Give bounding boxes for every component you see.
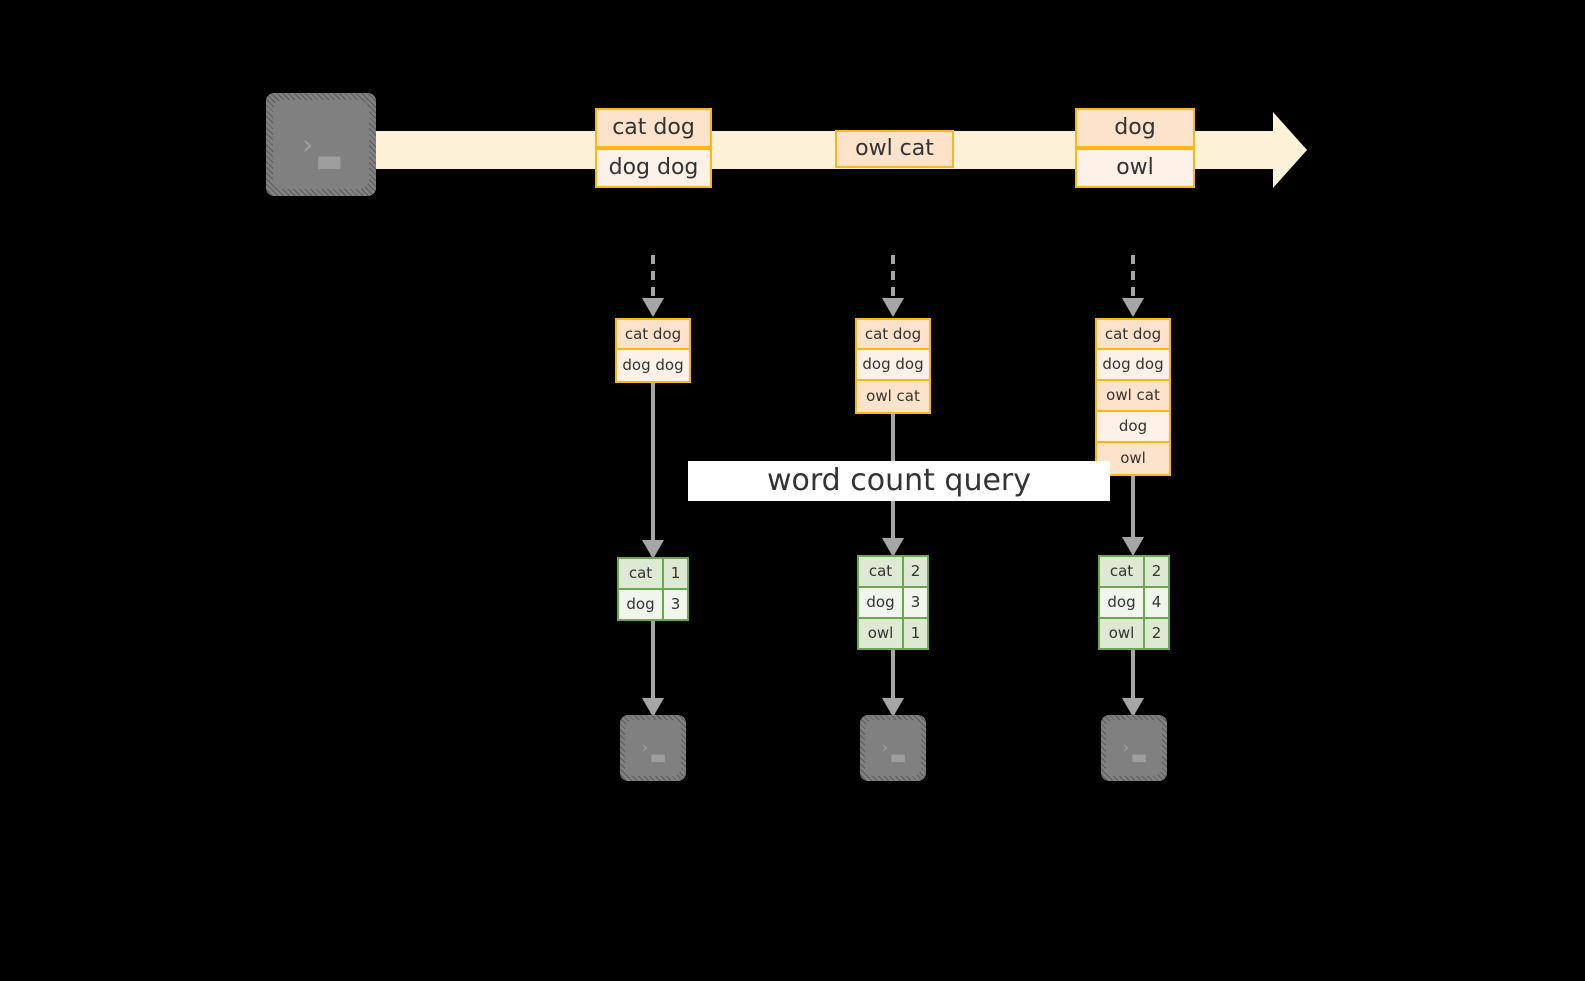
snapshot-to-result-arrow <box>1119 476 1147 556</box>
snapshot-to-result-arrow <box>639 383 667 559</box>
terminal-cursor-icon: ▃ <box>1132 742 1146 763</box>
result-word-cell: dog <box>859 588 904 617</box>
table-row: cat 2 <box>1100 557 1168 588</box>
result-count-cell: 1 <box>664 559 687 588</box>
sink-terminal-icon: › ▃ <box>860 715 926 781</box>
result-word-cell: cat <box>619 559 664 588</box>
stream-to-snapshot-arrow <box>639 255 667 317</box>
stream-message: owl cat <box>835 130 954 168</box>
stream-message: owl <box>1075 148 1195 188</box>
table-row: dog 3 <box>859 588 927 619</box>
snapshot-row: cat dog <box>1097 320 1169 350</box>
terminal-cursor-icon: ▃ <box>651 742 665 763</box>
stream-message: cat dog <box>595 108 712 148</box>
result-word-cell: cat <box>859 557 904 586</box>
snapshot-row: dog dog <box>617 350 689 381</box>
terminal-chevron-icon: › <box>1122 737 1130 758</box>
result-word-cell: owl <box>1100 619 1145 648</box>
result-count-cell: 1 <box>904 619 927 648</box>
table-row: dog 3 <box>619 590 687 619</box>
snapshot-row: cat dog <box>857 320 929 350</box>
snapshot-row: cat dog <box>617 320 689 350</box>
terminal-chevron-icon: › <box>881 737 889 758</box>
result-count-cell: 3 <box>904 588 927 617</box>
snapshot-row: dog <box>1097 412 1169 443</box>
terminal-cursor-icon: ▃ <box>891 742 905 763</box>
table-row: dog 4 <box>1100 588 1168 619</box>
result-table: cat 2 dog 4 owl 2 <box>1098 555 1170 650</box>
result-count-cell: 3 <box>664 590 687 619</box>
terminal-cursor-icon: ▃ <box>318 135 340 169</box>
snapshot-row: dog dog <box>857 350 929 381</box>
result-to-sink-arrow <box>639 621 667 717</box>
terminal-chevron-icon: › <box>641 737 649 758</box>
table-row: cat 2 <box>859 557 927 588</box>
result-table: cat 2 dog 3 owl 1 <box>857 555 929 650</box>
result-count-cell: 2 <box>1145 557 1168 586</box>
snapshot-stack: cat dog dog dog owl cat <box>855 318 931 414</box>
source-terminal-icon: › ▃ <box>266 93 376 196</box>
snapshot-stack: cat dog dog dog owl cat dog owl <box>1095 318 1171 476</box>
result-table: cat 1 dog 3 <box>617 557 689 621</box>
snapshot-row: dog dog <box>1097 350 1169 381</box>
result-word-cell: dog <box>1100 588 1145 617</box>
stream-to-snapshot-arrow <box>879 255 907 317</box>
result-word-cell: owl <box>859 619 904 648</box>
table-row: owl 2 <box>1100 619 1168 648</box>
stream-arrow-head <box>1273 112 1307 188</box>
stream-to-snapshot-arrow <box>1119 255 1147 317</box>
snapshot-row: owl cat <box>1097 381 1169 412</box>
result-count-cell: 2 <box>1145 619 1168 648</box>
result-word-cell: cat <box>1100 557 1145 586</box>
result-count-cell: 4 <box>1145 588 1168 617</box>
result-to-sink-arrow <box>879 650 907 717</box>
table-row: owl 1 <box>859 619 927 648</box>
result-count-cell: 2 <box>904 557 927 586</box>
stream-message: dog <box>1075 108 1195 148</box>
stream-message: dog dog <box>595 148 712 188</box>
query-label: word count query <box>688 461 1110 501</box>
table-row: cat 1 <box>619 559 687 590</box>
snapshot-stack: cat dog dog dog <box>615 318 691 383</box>
sink-terminal-icon: › ▃ <box>1101 715 1167 781</box>
result-to-sink-arrow <box>1119 650 1147 717</box>
sink-terminal-icon: › ▃ <box>620 715 686 781</box>
terminal-chevron-icon: › <box>302 127 314 161</box>
result-word-cell: dog <box>619 590 664 619</box>
snapshot-row: owl cat <box>857 381 929 412</box>
